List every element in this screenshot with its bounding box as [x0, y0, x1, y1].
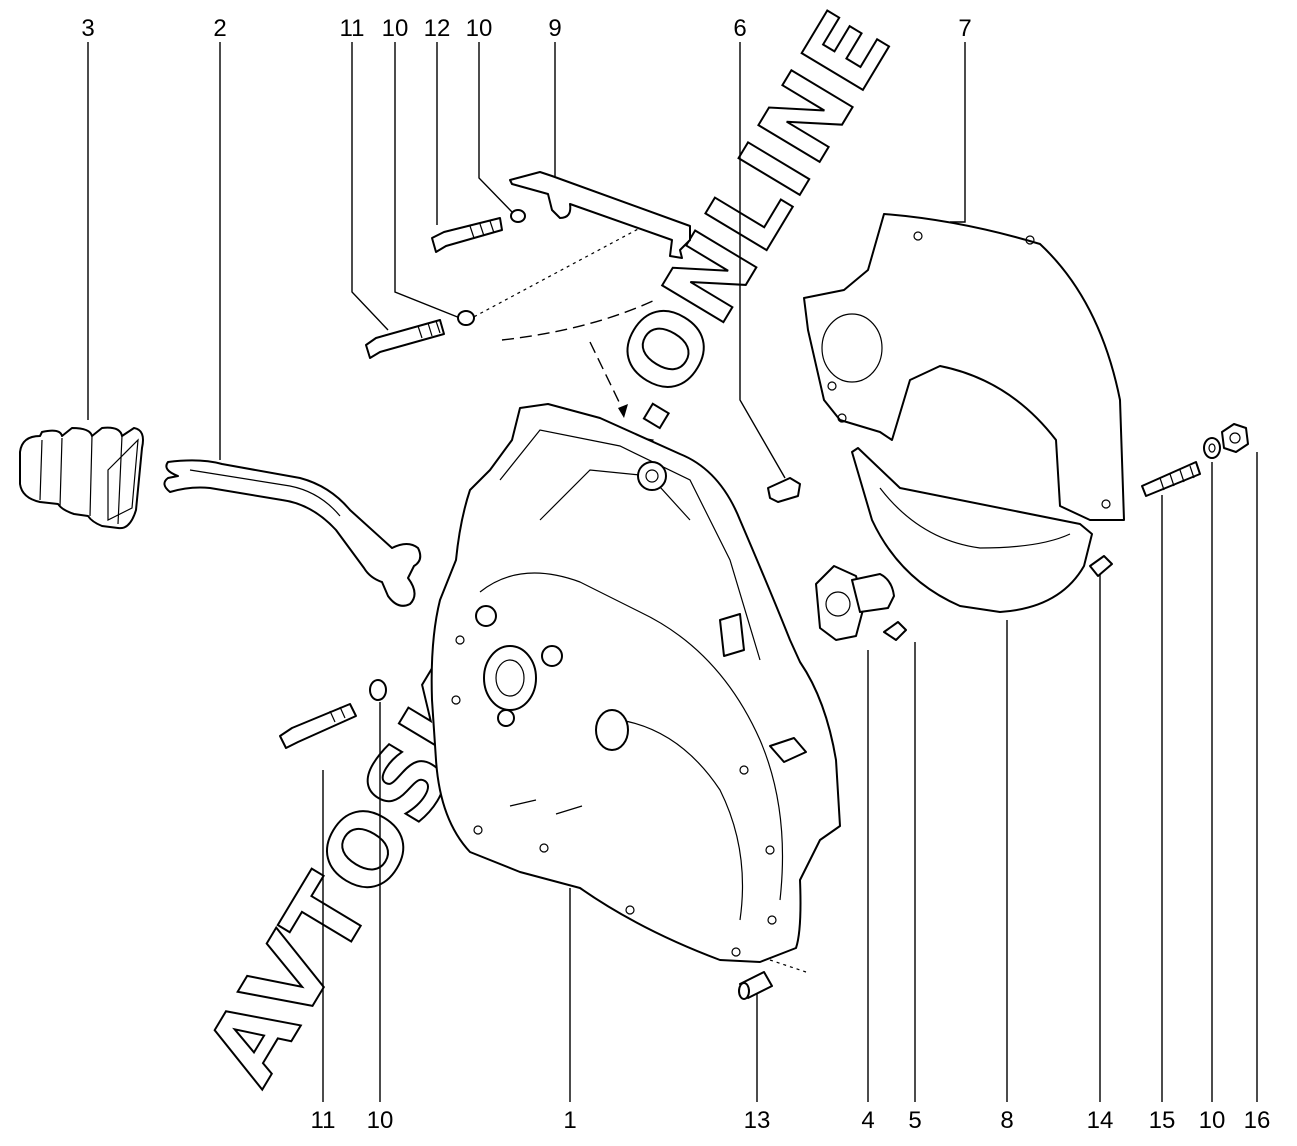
callout-9: 9 — [548, 15, 561, 42]
part-15-stud — [1141, 461, 1201, 497]
part-1-clutch-housing — [430, 403, 841, 963]
callout-1: 1 — [563, 1107, 576, 1134]
part-10-washer-right — [1203, 437, 1221, 459]
part-12-bolt — [431, 217, 503, 253]
part-4-sensor — [815, 565, 895, 641]
callout-12: 12 — [424, 15, 451, 42]
callout-11-bottom: 11 — [311, 1107, 336, 1134]
callout-8: 8 — [1000, 1107, 1013, 1134]
assembly-paths — [467, 227, 807, 973]
callout-10-bottom-a: 10 — [367, 1107, 394, 1134]
callout-7: 7 — [958, 15, 971, 42]
callout-6: 6 — [733, 15, 746, 42]
part-7-cover-plate — [803, 213, 1125, 521]
callout-2: 2 — [213, 15, 226, 42]
part-11-bolt-top — [365, 319, 445, 359]
part-10-washer-lower — [369, 679, 387, 701]
callouts-bottom: 11 10 1 13 4 5 8 14 15 10 16 — [311, 1107, 1271, 1134]
part-8-lower-shield — [851, 447, 1093, 613]
part-16-nut — [1221, 423, 1249, 453]
part-13-dowel-pin — [738, 971, 773, 1000]
part-10-washer-top-left — [457, 310, 475, 326]
part-9-bracket — [509, 171, 691, 259]
callout-10-bottom-b: 10 — [1199, 1107, 1226, 1134]
callout-15: 15 — [1149, 1107, 1176, 1134]
callout-5: 5 — [908, 1107, 921, 1134]
callout-11-top: 11 — [340, 15, 365, 42]
part-3-rubber-boot — [19, 426, 144, 530]
part-2-release-fork — [163, 459, 422, 607]
callout-4: 4 — [861, 1107, 874, 1134]
leader-lines — [87, 42, 1258, 1102]
callout-10-top-b: 10 — [466, 15, 493, 42]
callout-14: 14 — [1087, 1107, 1114, 1134]
callout-13: 13 — [744, 1107, 771, 1134]
part-11-bolt-lower — [279, 703, 357, 749]
part-10-washer-top-right — [510, 209, 526, 223]
callout-3: 3 — [81, 15, 94, 42]
callout-16: 16 — [1244, 1107, 1271, 1134]
callouts-top: 3 2 11 10 12 10 9 6 7 — [81, 15, 971, 42]
part-6-bolt — [767, 477, 801, 503]
part-14-screw — [1089, 555, 1113, 577]
part-5-screw — [883, 621, 907, 641]
callout-10-top-a: 10 — [382, 15, 409, 42]
